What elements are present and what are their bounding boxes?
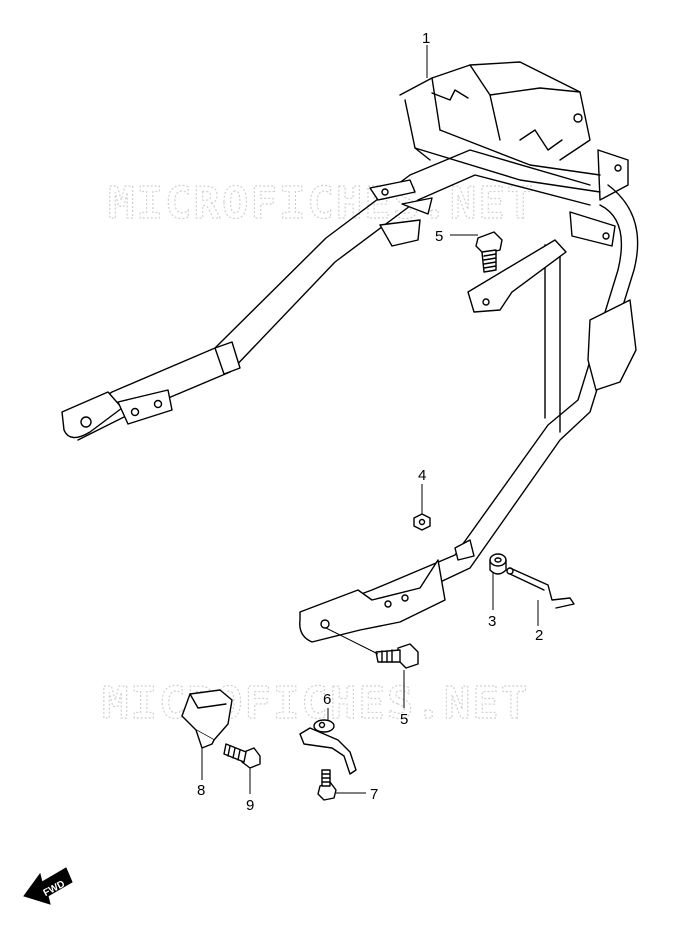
collar-part-3 (489, 553, 507, 575)
callout-5-lower: 5 (400, 711, 408, 728)
fwd-arrow-icon: FWD (23, 867, 73, 905)
callout-4: 4 (418, 467, 426, 484)
rear-frame-part-1 (61, 61, 639, 643)
callout-3: 3 (488, 613, 496, 630)
clamp-part-6 (299, 719, 357, 775)
leader-lines (201, 45, 539, 794)
callout-7: 7 (370, 786, 378, 803)
callout-5-upper: 5 (435, 228, 443, 245)
callout-9: 9 (246, 797, 254, 814)
cover-part-8 (181, 689, 233, 749)
bolt-part-9 (223, 743, 261, 769)
bolt-part-5-upper (475, 231, 503, 273)
callout-8: 8 (197, 782, 205, 799)
rod-part-2 (506, 567, 575, 609)
callout-2: 2 (535, 627, 543, 644)
watermark-top: MICROFICHES.NET (108, 178, 535, 229)
screw-part-7 (317, 769, 337, 801)
callout-1: 1 (422, 30, 430, 47)
nut-part-4 (413, 513, 431, 531)
bolt-part-5-lower (375, 643, 419, 669)
watermark-bottom: MICROFICHES.NET (102, 678, 529, 729)
callout-6: 6 (323, 691, 331, 708)
